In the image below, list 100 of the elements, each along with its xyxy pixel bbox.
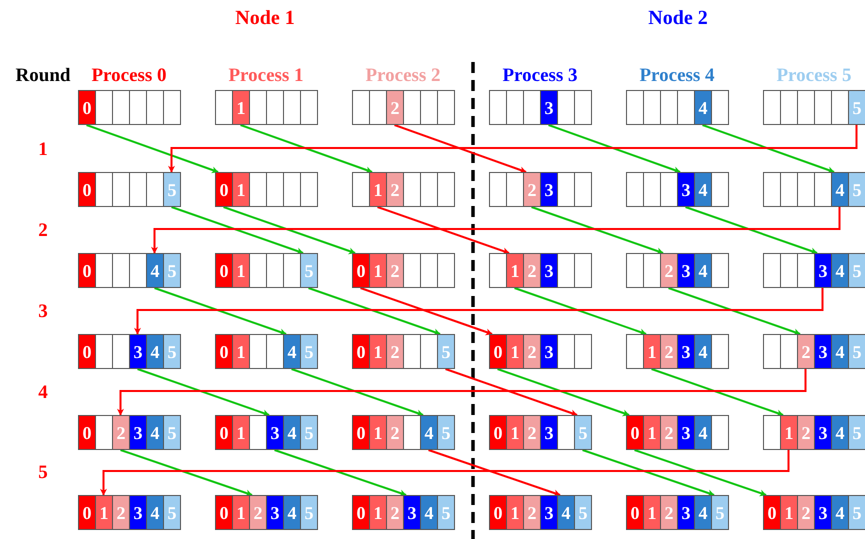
chunk-cell: 0	[763, 495, 781, 530]
empty-cell	[146, 172, 164, 207]
arrow	[685, 206, 818, 254]
arrow	[497, 368, 630, 416]
chunk-cell: 5	[163, 253, 181, 288]
empty-cell	[643, 90, 661, 125]
chunk-cell: 1	[369, 495, 387, 530]
chunk-cell: 0	[352, 334, 370, 369]
chunk-cell: 3	[266, 495, 284, 530]
empty-cell	[780, 334, 798, 369]
chunk-cell: 3	[677, 334, 695, 369]
chunk-cell: 2	[523, 495, 541, 530]
empty-cell	[437, 172, 455, 207]
arrow	[548, 124, 681, 174]
empty-cell	[763, 90, 781, 125]
chunk-cell: 3	[677, 495, 695, 530]
empty-cell	[489, 172, 507, 207]
empty-cell	[557, 253, 575, 288]
empty-cell	[95, 90, 113, 125]
empty-cell	[266, 253, 284, 288]
chunk-cell: 0	[215, 334, 233, 369]
chunk-cell: 4	[694, 172, 712, 207]
empty-cell	[283, 253, 301, 288]
round-number: 1	[37, 138, 49, 162]
empty-cell	[112, 172, 130, 207]
chunk-cell: 5	[163, 495, 181, 530]
empty-cell	[95, 334, 113, 369]
chunk-cell: 0	[215, 495, 233, 530]
arrow	[134, 288, 824, 335]
arrow	[651, 368, 784, 416]
empty-cell	[506, 90, 524, 125]
chunk-cell: 2	[660, 415, 678, 450]
chunk-cell: 0	[352, 253, 370, 288]
chunk-cell: 0	[489, 495, 507, 530]
arrow	[100, 450, 790, 496]
process-heading: Process 4	[638, 64, 716, 88]
chunk-cell: 5	[437, 334, 455, 369]
chunk-cell: 3	[814, 495, 832, 530]
empty-cell	[797, 172, 815, 207]
chunk-cell: 4	[420, 495, 438, 530]
empty-cell	[711, 334, 729, 369]
arrow	[154, 287, 287, 336]
empty-cell	[814, 172, 832, 207]
chunk-cell: 3	[129, 495, 147, 530]
chunk-cell: 5	[848, 334, 865, 369]
column-heading: Round	[14, 64, 72, 88]
empty-cell	[369, 90, 387, 125]
empty-cell	[557, 172, 575, 207]
round-number: 5	[37, 461, 49, 485]
arrow	[120, 449, 253, 496]
chunk-cell: 5	[300, 334, 318, 369]
process-heading: Process 3	[501, 64, 579, 88]
chunk-cell: 4	[694, 334, 712, 369]
empty-cell	[763, 415, 781, 450]
arrow	[151, 207, 840, 254]
chunk-cell: 2	[386, 415, 404, 450]
chunk-cell: 0	[78, 495, 96, 530]
empty-cell	[266, 334, 284, 369]
chunk-cell: 3	[129, 334, 147, 369]
chunk-cell: 2	[797, 334, 815, 369]
chunk-cell: 5	[163, 334, 181, 369]
chunk-cell: 0	[78, 172, 96, 207]
empty-cell	[266, 90, 284, 125]
chunk-cell: 2	[523, 334, 541, 369]
empty-cell	[711, 415, 729, 450]
chunk-cell: 5	[437, 415, 455, 450]
chunk-cell: 4	[831, 495, 849, 530]
empty-cell	[574, 90, 592, 125]
chunk-cell: 0	[78, 90, 96, 125]
chunk-cell: 0	[215, 172, 233, 207]
chunk-cell: 1	[232, 253, 250, 288]
empty-cell	[95, 253, 113, 288]
arrow	[274, 449, 407, 496]
chunk-cell: 1	[369, 253, 387, 288]
empty-cell	[626, 334, 644, 369]
empty-cell	[437, 253, 455, 288]
round-number: 3	[37, 300, 49, 324]
chunk-cell: 2	[523, 253, 541, 288]
chunk-cell: 0	[626, 495, 644, 530]
empty-cell	[420, 253, 438, 288]
empty-cell	[249, 415, 267, 450]
empty-cell	[677, 90, 695, 125]
chunk-cell: 2	[112, 415, 130, 450]
empty-cell	[506, 172, 524, 207]
chunk-cell: 2	[386, 253, 404, 288]
chunk-cell: 1	[643, 334, 661, 369]
empty-cell	[780, 172, 798, 207]
arrow	[137, 368, 270, 416]
empty-cell	[283, 172, 301, 207]
chunk-cell: 4	[694, 495, 712, 530]
chunk-cell: 1	[369, 172, 387, 207]
chunk-cell: 3	[540, 415, 558, 450]
chunk-cell: 2	[660, 334, 678, 369]
chunk-cell: 2	[523, 415, 541, 450]
empty-cell	[711, 90, 729, 125]
chunk-cell: 5	[848, 90, 865, 125]
empty-cell	[300, 172, 318, 207]
chunk-cell: 1	[369, 415, 387, 450]
empty-cell	[249, 172, 267, 207]
chunk-cell: 2	[112, 495, 130, 530]
